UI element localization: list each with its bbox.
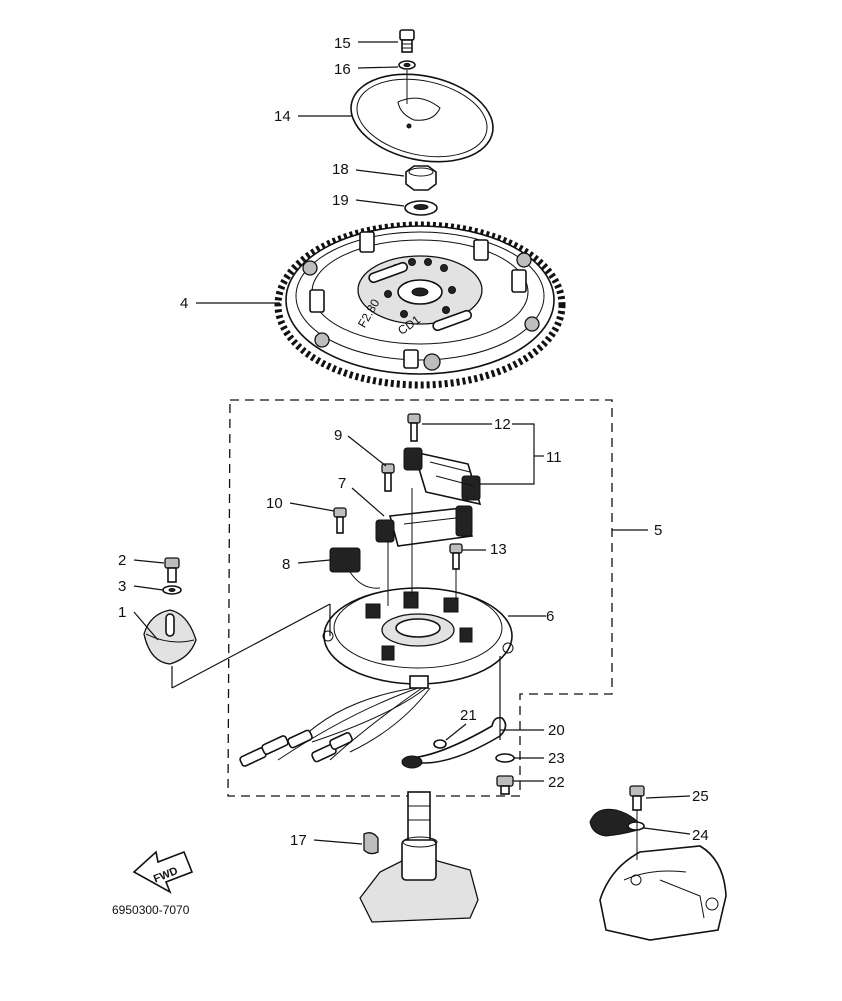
washer-part-23 bbox=[495, 753, 515, 763]
crankshaft bbox=[359, 791, 479, 923]
callout-6: 6 bbox=[546, 608, 554, 625]
callout-8: 8 bbox=[282, 556, 290, 573]
source-coil-part-7 bbox=[375, 505, 474, 547]
callout-23: 23 bbox=[548, 750, 565, 767]
assembly-boundary-5 bbox=[227, 399, 613, 797]
leader-lines bbox=[133, 41, 691, 845]
screw-part-10 bbox=[333, 507, 347, 534]
callout-20: 20 bbox=[548, 722, 565, 739]
callout-1: 1 bbox=[118, 604, 126, 621]
callout-labels: 15 16 14 18 19 4 9 12 11 7 10 5 13 8 2 3… bbox=[118, 35, 709, 849]
washer-part-19 bbox=[404, 200, 438, 216]
callout-14: 14 bbox=[274, 108, 291, 125]
callout-10: 10 bbox=[266, 495, 283, 512]
charge-coil-part-11 bbox=[403, 447, 482, 506]
callout-15: 15 bbox=[334, 35, 351, 52]
stator-base-part-6 bbox=[322, 488, 514, 689]
callout-11: 11 bbox=[546, 449, 562, 466]
cable-clamp-part-24 bbox=[589, 808, 645, 837]
callout-5: 5 bbox=[654, 522, 662, 539]
callout-19: 19 bbox=[332, 192, 349, 209]
screw-part-12 bbox=[407, 413, 421, 442]
screw-part-13 bbox=[449, 543, 463, 570]
callout-22: 22 bbox=[548, 774, 565, 791]
diagram-part-number: 6950300-7070 bbox=[112, 903, 190, 917]
pulser-coil-part-8 bbox=[329, 547, 381, 589]
forward-arrow-icon: FWD bbox=[132, 850, 194, 894]
callout-2: 2 bbox=[118, 552, 126, 569]
screw-part-22 bbox=[496, 775, 514, 795]
callout-16: 16 bbox=[334, 61, 351, 78]
callout-7: 7 bbox=[338, 475, 346, 492]
ground-lead-part-20 bbox=[401, 716, 507, 769]
flywheel-cover-part-14 bbox=[350, 70, 494, 163]
woodruff-key-part-17 bbox=[363, 832, 379, 855]
bolt-part-25 bbox=[629, 785, 645, 811]
clip-part-21 bbox=[433, 739, 447, 749]
callout-9: 9 bbox=[334, 427, 342, 444]
callout-3: 3 bbox=[118, 578, 126, 595]
washer-part-16 bbox=[398, 60, 416, 70]
screw-part-9 bbox=[381, 463, 395, 492]
callout-21: 21 bbox=[460, 707, 477, 724]
bracket-part-1 bbox=[143, 609, 197, 665]
callout-24: 24 bbox=[692, 827, 709, 844]
wire-harness bbox=[239, 687, 431, 767]
callout-18: 18 bbox=[332, 161, 349, 178]
engine-block-fragment bbox=[599, 810, 727, 941]
bolt-part-2 bbox=[164, 557, 180, 583]
callout-13: 13 bbox=[490, 541, 507, 558]
washer-part-3 bbox=[162, 585, 182, 595]
callout-17: 17 bbox=[290, 832, 307, 849]
callout-25: 25 bbox=[692, 788, 709, 805]
callout-12: 12 bbox=[494, 416, 511, 433]
callout-4: 4 bbox=[180, 295, 188, 312]
bolt-part-15 bbox=[399, 29, 415, 53]
flywheel-part-4: F2.80 CD1 bbox=[274, 221, 566, 389]
nut-part-18 bbox=[405, 165, 437, 191]
